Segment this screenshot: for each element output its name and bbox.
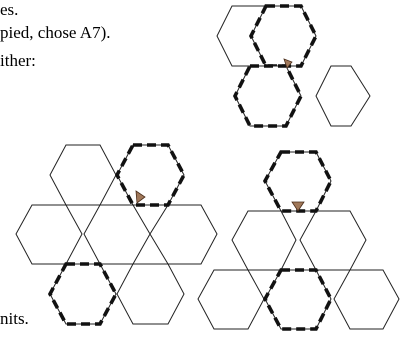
hex-cell [197, 269, 265, 330]
paragraph-line-4: nits. [0, 309, 29, 328]
hex-highlight-outline [114, 143, 187, 207]
hex-cell [15, 204, 83, 265]
paragraph-line-3: ither: [0, 51, 36, 70]
hex-highlight-outline [262, 268, 334, 331]
hex-highlight-outline [47, 262, 119, 326]
top-hex-cluster [216, 4, 371, 128]
hex-cell [299, 210, 367, 271]
hex-cell [116, 263, 185, 325]
paragraph-line-2: pied, chose A7). [0, 23, 111, 42]
unit-marker-icon [283, 58, 293, 69]
hex-cell [315, 65, 371, 127]
unit-marker-icon [135, 190, 146, 204]
hex-cell [49, 144, 117, 206]
hex-cell [333, 269, 400, 330]
hex-highlight-outline [262, 150, 334, 213]
hex-highlight-outline [248, 4, 319, 68]
hex-cell [149, 204, 218, 265]
unit-marker-icon [291, 201, 305, 212]
bottom-left-hex-cluster [15, 143, 218, 326]
paragraph-line-1: es. [0, 0, 19, 19]
bottom-right-hex-cluster [197, 150, 400, 331]
hex-cell [231, 210, 297, 271]
hex-cell [83, 204, 151, 265]
